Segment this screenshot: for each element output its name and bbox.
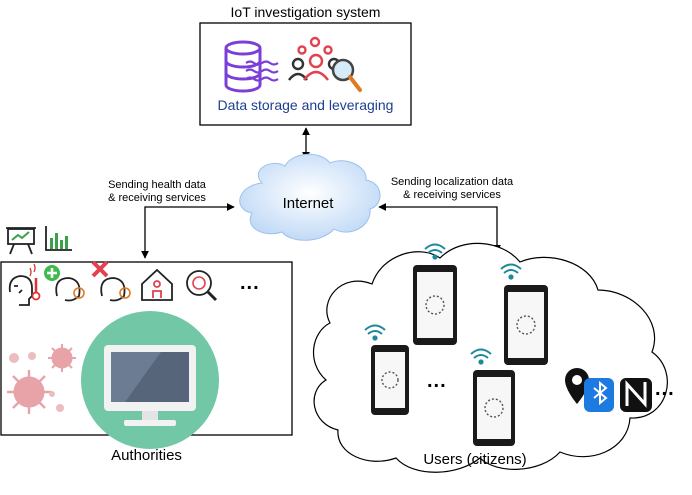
users-ellipsis: ... <box>427 370 447 392</box>
home-quarantine-icon <box>141 268 173 301</box>
person-negative-icon <box>91 260 131 302</box>
internet-cloud <box>239 153 381 241</box>
users-label: Users (citizens) <box>423 451 527 468</box>
smartphone-icon <box>371 345 409 415</box>
users-ellipsis-right: ... <box>655 378 675 400</box>
internet-label: Internet <box>282 195 334 212</box>
users-cloud <box>312 242 668 473</box>
arrow-internet-users <box>378 203 501 253</box>
authorities-label: Authorities <box>111 447 182 464</box>
bluetooth-icon <box>584 378 614 412</box>
right-edge-label: Sending localization data & receiving se… <box>372 176 532 202</box>
magnifier-icon <box>331 58 362 92</box>
left-edge-label-line1: Sending health data <box>108 179 206 191</box>
database-icon <box>224 40 279 93</box>
system-title: IoT investigation system <box>230 4 381 20</box>
left-edge-label: Sending health data & receiving services <box>92 179 222 205</box>
wifi-icon <box>364 324 386 341</box>
left-edge-label-line2: & receiving services <box>108 192 206 204</box>
smartphone-icon <box>504 285 548 365</box>
right-edge-label-line1: Sending localization data <box>390 176 514 188</box>
wifi-icon <box>500 263 522 280</box>
smartphone-icon <box>473 370 515 446</box>
authorities-ellipsis: ... <box>240 272 260 294</box>
right-edge-label-line2: & receiving services <box>403 189 501 201</box>
wifi-icon <box>470 348 492 365</box>
person-positive-icon <box>44 265 85 302</box>
sick-person-thermometer-icon <box>8 263 41 306</box>
monitor-icon <box>81 311 219 449</box>
top-system-box <box>199 22 412 126</box>
presentation-board-icon <box>6 227 36 255</box>
bar-chart-icon <box>45 226 72 251</box>
virus-search-icon <box>186 270 218 302</box>
virus-cluster-icon <box>7 344 76 414</box>
arrow-internet-authorities <box>141 203 235 259</box>
system-subtitle: Data storage and leveraging <box>217 97 394 113</box>
location-pin-icon <box>565 368 589 404</box>
smartphone-icon <box>413 265 457 345</box>
nfc-icon <box>620 378 652 412</box>
wifi-icon <box>424 243 446 260</box>
